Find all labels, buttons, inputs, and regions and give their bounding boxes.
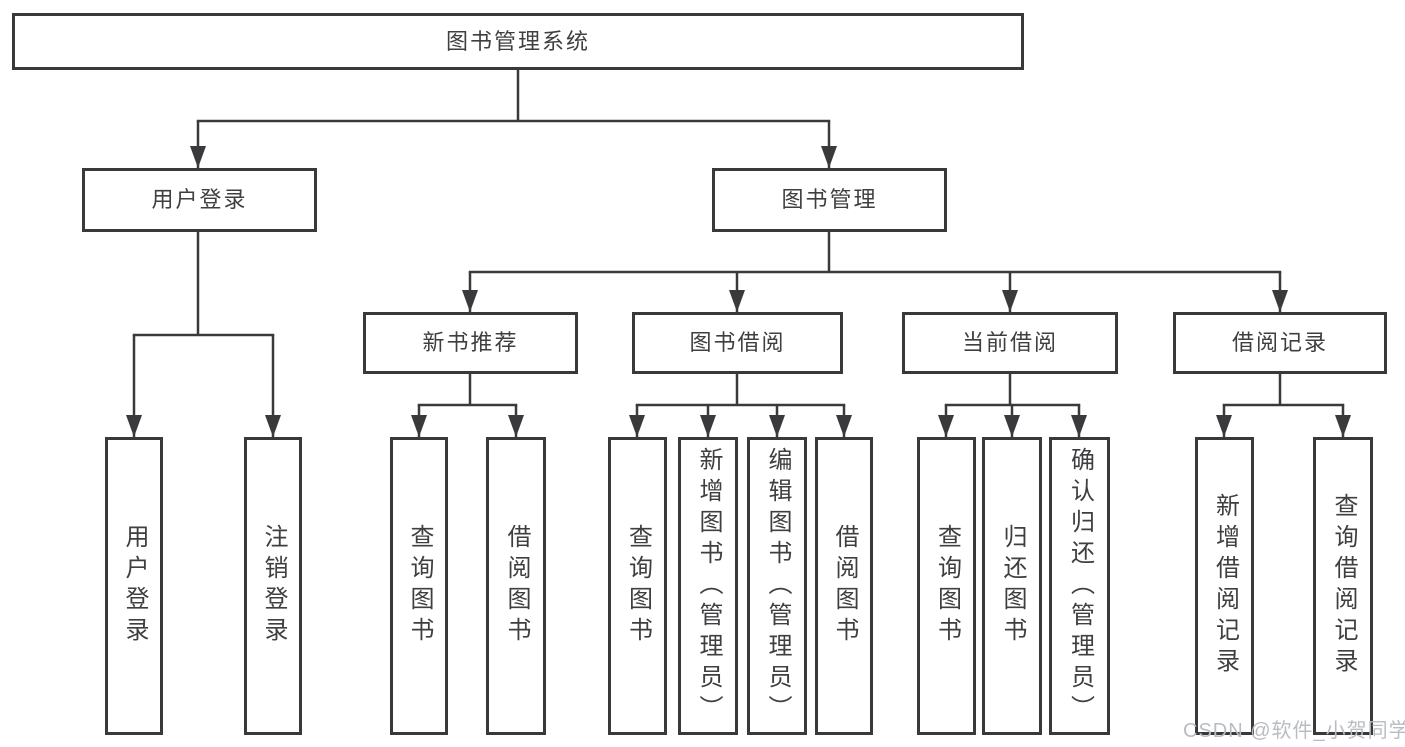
node-user-login: 用户登录 xyxy=(82,168,317,232)
node-book-borrow: 图书借阅 xyxy=(632,312,843,374)
tree-trunk-lines xyxy=(132,68,1345,407)
leaf-edit-book-admin: 编辑图书（管理员） xyxy=(747,437,807,735)
node-borrow-record: 借阅记录 xyxy=(1173,312,1387,374)
leaf-confirm-return-admin: 确认归还（管理员） xyxy=(1049,437,1110,735)
leaf-add-borrow-record: 新增借阅记录 xyxy=(1195,437,1254,735)
node-current-borrow: 当前借阅 xyxy=(902,312,1118,374)
leaf-user-login: 用户登录 xyxy=(105,437,163,735)
csdn-watermark: CSDN @软件_小贺同学 xyxy=(1183,720,1405,742)
leaf-logout: 注销登录 xyxy=(244,437,302,735)
leaf-recommend-query-book: 查询图书 xyxy=(390,437,448,735)
leaf-return-book: 归还图书 xyxy=(982,437,1042,735)
leaf-borrow-query-book: 查询图书 xyxy=(608,437,667,735)
node-new-book-recommend: 新书推荐 xyxy=(363,312,578,374)
node-root-system: 图书管理系统 xyxy=(12,13,1024,70)
leaf-current-query-book: 查询图书 xyxy=(917,437,976,735)
leaf-recommend-borrow-book: 借阅图书 xyxy=(486,437,546,735)
node-book-management: 图书管理 xyxy=(712,168,947,232)
leaf-add-book-admin: 新增图书（管理员） xyxy=(678,437,738,735)
leaf-borrow-book: 借阅图书 xyxy=(815,437,873,735)
leaf-query-borrow-record: 查询借阅记录 xyxy=(1313,437,1373,735)
arrow-lines xyxy=(126,121,1351,437)
